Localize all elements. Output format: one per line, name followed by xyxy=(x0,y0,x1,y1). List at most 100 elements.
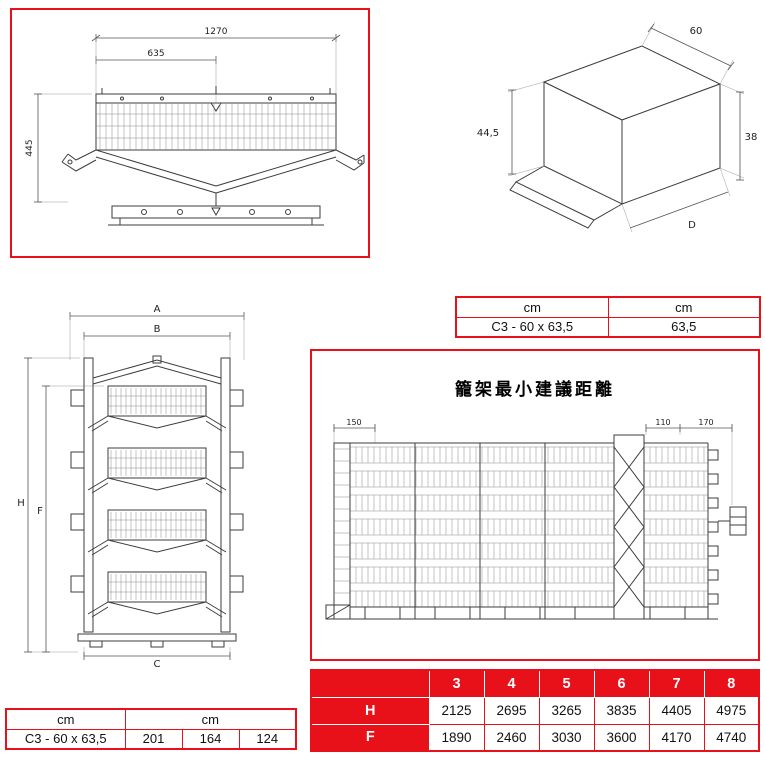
cage-size-header-2: cm xyxy=(607,296,761,318)
cage-tier xyxy=(70,509,244,556)
frame-posts xyxy=(77,355,237,648)
egg-tray-chute xyxy=(509,165,623,229)
tower-slats xyxy=(334,448,350,606)
tier-mesh xyxy=(110,512,202,538)
hopper-braces xyxy=(613,446,645,608)
dim-label-right: 38 xyxy=(745,132,758,143)
cage-tier xyxy=(70,447,244,494)
table-row: H 2125 2695 3265 3835 4405 4975 xyxy=(310,696,760,725)
dim-label-f: F xyxy=(37,506,43,517)
hf-value: 3835 xyxy=(593,696,650,725)
cage-model-cell: C3 - 60 x 63,5 xyxy=(5,728,126,750)
band-mesh xyxy=(349,543,705,559)
band-mesh xyxy=(349,471,705,487)
dim-label-total-width: 1270 xyxy=(205,27,228,37)
row-elevation-drawing: 150 110 170 xyxy=(325,418,747,620)
hf-value: 2695 xyxy=(483,696,540,725)
dim-label-top: 60 xyxy=(690,26,703,37)
extension-lines xyxy=(28,316,245,656)
hf-col-header: 3 xyxy=(428,669,485,698)
row-frame xyxy=(326,442,718,620)
hf-col-header: 6 xyxy=(593,669,650,698)
hf-value: 2125 xyxy=(428,696,485,725)
cage-box xyxy=(542,45,722,205)
hf-col-header: 4 xyxy=(483,669,540,698)
tier-mesh-h xyxy=(108,519,206,531)
cage-dims-header-1: cm xyxy=(5,708,126,730)
hf-value: 1890 xyxy=(428,723,485,752)
dim-170 xyxy=(680,424,733,432)
dim-h xyxy=(24,357,32,653)
hf-row-label: F xyxy=(310,723,430,752)
extension-lines xyxy=(333,424,733,505)
hf-value: 4740 xyxy=(703,723,760,752)
band-mesh xyxy=(349,519,705,535)
cage-front-view-drawing: A B H F C xyxy=(17,304,245,668)
hf-value: 4975 xyxy=(703,696,760,725)
dim-label-depth: D xyxy=(688,220,696,231)
band-mesh xyxy=(349,591,705,607)
cage-tier xyxy=(70,385,244,432)
cage-size-value: 63,5 xyxy=(607,316,761,338)
cage-dims-header-2: cm xyxy=(124,708,297,730)
cage-structure xyxy=(61,86,365,194)
hf-value: 2460 xyxy=(483,723,540,752)
dim-label-left: 44,5 xyxy=(477,128,499,139)
ext-38 xyxy=(719,83,745,179)
hf-col-header: 7 xyxy=(648,669,705,698)
hf-value: 3030 xyxy=(538,723,595,752)
ext-d xyxy=(621,167,731,233)
tier-band-frames xyxy=(349,446,709,608)
tier-mesh xyxy=(110,574,202,600)
dim-label-a: A xyxy=(154,304,161,315)
dim-150 xyxy=(333,424,376,432)
band-mesh xyxy=(349,567,705,583)
hf-col-header: 5 xyxy=(538,669,595,698)
cage-dims-value-3: 124 xyxy=(238,728,297,750)
dim-label-170: 170 xyxy=(698,418,713,427)
hf-value: 4405 xyxy=(648,696,705,725)
tier-mesh-h xyxy=(108,395,206,407)
hf-value: 3265 xyxy=(538,696,595,725)
hf-value: 4170 xyxy=(648,723,705,752)
manure-ramp xyxy=(325,604,351,620)
dim-label-b: B xyxy=(154,324,161,335)
dim-d xyxy=(629,191,729,229)
dim-label-half-width: 635 xyxy=(147,49,164,59)
dim-label-h: H xyxy=(17,498,25,509)
cage-size-table: cm cm C3 - 60 x 63,5 63,5 xyxy=(455,296,761,338)
trough-ends xyxy=(707,449,719,605)
dim-label-150: 150 xyxy=(346,418,361,427)
tier-mesh-h xyxy=(108,457,206,469)
elevator-tower xyxy=(333,442,351,620)
hf-corner-cell xyxy=(310,669,430,698)
hf-row-label: H xyxy=(310,696,430,725)
band-mesh xyxy=(349,447,705,463)
hf-value: 3600 xyxy=(593,723,650,752)
dim-445 xyxy=(508,89,516,175)
spacing-title: 籠架最小建議距離 xyxy=(455,380,615,399)
spacing-panel: 籠架最小建議距離 150 110 170 xyxy=(310,349,760,661)
dim-label-height: 445 xyxy=(25,139,35,156)
base-belt xyxy=(108,193,324,226)
dim-line-height xyxy=(34,93,42,203)
dim-f xyxy=(42,385,50,653)
tier-mesh xyxy=(110,450,202,476)
cross-section-panel: 1270 635 445 xyxy=(10,8,370,258)
hopper-column xyxy=(613,434,645,620)
dim-c xyxy=(83,652,231,660)
mesh-hatch xyxy=(99,103,329,150)
band-mesh xyxy=(349,495,705,511)
table-row: F 1890 2460 3030 3600 4170 4740 xyxy=(310,723,760,752)
ext-445 xyxy=(507,81,545,177)
hf-dimension-table: 3 4 5 6 7 8 H 2125 2695 3265 3835 4405 4… xyxy=(310,669,760,752)
cage-cross-section-drawing: 1270 635 445 xyxy=(25,27,365,226)
extension-lines xyxy=(38,38,337,203)
dim-38 xyxy=(736,91,744,181)
dim-label-110: 110 xyxy=(655,418,670,427)
tier-mesh-h xyxy=(108,581,206,593)
adjacent-row-marker xyxy=(718,506,747,536)
tier-mesh xyxy=(110,388,202,414)
cage-dims-value-2: 164 xyxy=(181,728,240,750)
